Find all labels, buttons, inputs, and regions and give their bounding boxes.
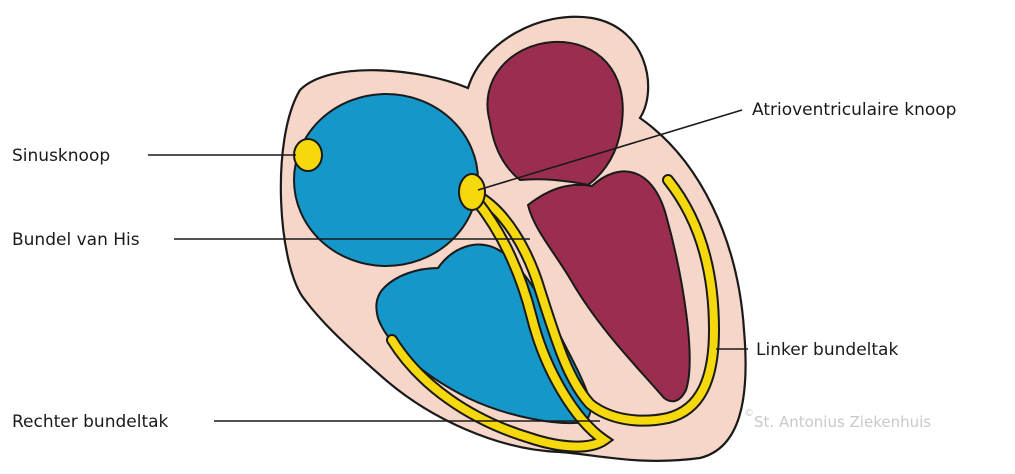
credit-text: St. Antonius Ziekenhuis — [754, 413, 931, 431]
left-atrium — [487, 42, 622, 185]
av-node — [459, 174, 485, 210]
sinus-node — [294, 139, 322, 171]
left-bundle-branch-label: Linker bundeltak — [756, 340, 898, 360]
copyright-symbol: © — [744, 408, 754, 419]
av-node-label: Atrioventriculaire knoop — [752, 100, 956, 120]
right-atrium — [294, 94, 478, 266]
his-bundle-label: Bundel van His — [12, 230, 140, 250]
right-bundle-branch-label: Rechter bundeltak — [12, 412, 169, 432]
sinus-node-label: Sinusknoop — [12, 146, 110, 166]
